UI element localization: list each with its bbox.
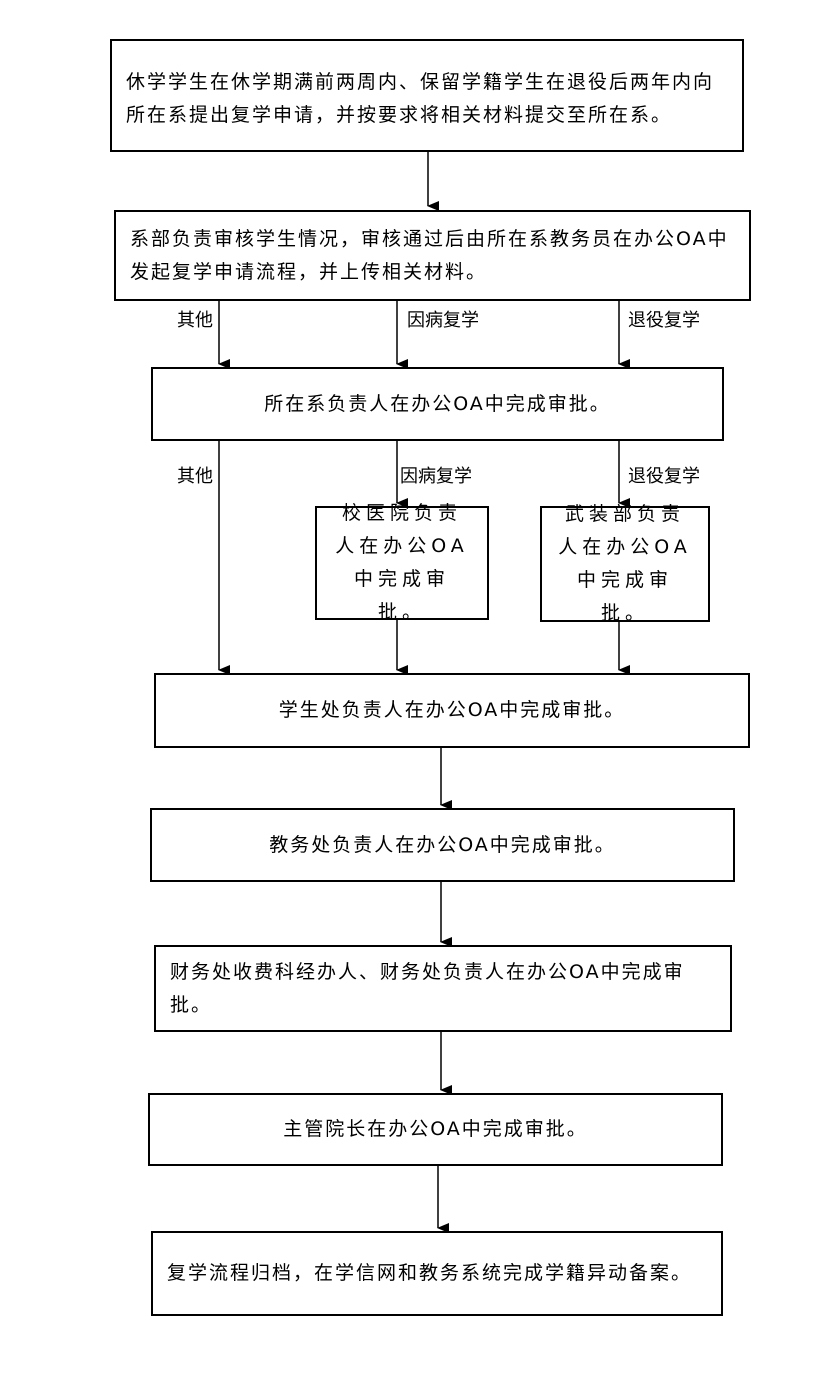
step-dept-review: 系部负责审核学生情况，审核通过后由所在系教务员在办公OA中发起复学申请流程，并上… (114, 210, 751, 301)
step-archive: 复学流程归档，在学信网和教务系统完成学籍异动备案。 (151, 1231, 723, 1316)
branch-label-retire-1: 退役复学 (628, 310, 700, 331)
step-dept-head: 所在系负责人在办公OA中完成审批。 (151, 367, 724, 441)
step-academic-affairs-text: 教务处负责人在办公OA中完成审批。 (269, 833, 616, 856)
step-apply: 休学学生在休学期满前两周内、保留学籍学生在退役后两年内向所在系提出复学申请，并按… (110, 39, 744, 152)
branch-label-other-1: 其他 (177, 310, 213, 331)
step-finance-text: 财务处收费科经办人、财务处负责人在办公OA中完成审批。 (170, 960, 685, 1016)
step-apply-text: 休学学生在休学期满前两周内、保留学籍学生在退役后两年内向所在系提出复学申请，并按… (126, 70, 715, 126)
step-finance: 财务处收费科经办人、财务处负责人在办公OA中完成审批。 (154, 945, 732, 1032)
step-student-affairs-text: 学生处负责人在办公OA中完成审批。 (278, 699, 626, 721)
step-armed: 武装部负责人在办公OA中完成审批。 (540, 503, 710, 624)
step-dept-review-text: 系部负责审核学生情况，审核通过后由所在系教务员在办公OA中发起复学申请流程，并上… (130, 227, 729, 283)
step-academic-affairs: 教务处负责人在办公OA中完成审批。 (150, 808, 735, 882)
branch-label-illness-2: 因病复学 (400, 466, 472, 487)
branch-label-retire-2: 退役复学 (628, 466, 700, 487)
step-vice-president-text: 主管院长在办公OA中完成审批。 (283, 1118, 588, 1140)
step-student-affairs: 学生处负责人在办公OA中完成审批。 (154, 673, 750, 748)
step-vice-president: 主管院长在办公OA中完成审批。 (148, 1093, 723, 1166)
step-hospital: 校医院负责人在办公OA中完成审批。 (315, 502, 489, 623)
step-archive-text: 复学流程归档，在学信网和教务系统完成学籍异动备案。 (167, 1262, 693, 1284)
step-hospital-text: 校医院负责人在办公OA中完成审批。 (335, 502, 469, 623)
step-dept-head-text: 所在系负责人在办公OA中完成审批。 (264, 392, 611, 415)
step-armed-text: 武装部负责人在办公OA中完成审批。 (558, 503, 692, 624)
branch-label-other-2: 其他 (177, 466, 213, 487)
branch-label-illness-1: 因病复学 (407, 310, 479, 331)
